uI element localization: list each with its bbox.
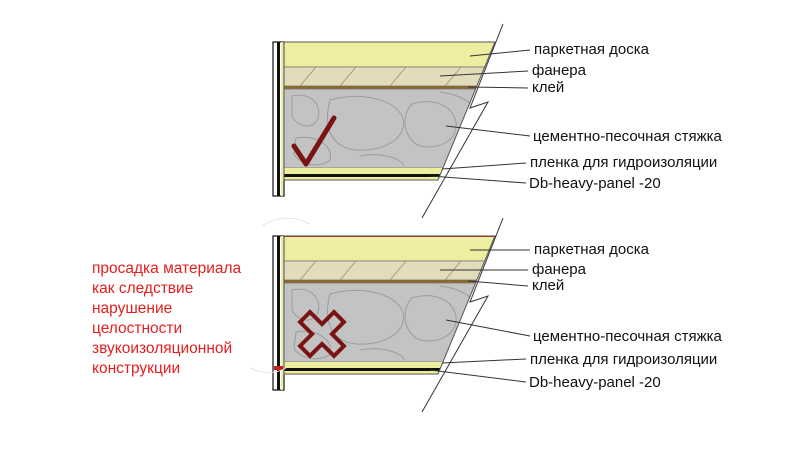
label-adhesive-1: клей (532, 79, 565, 96)
panel-top-skin (284, 364, 495, 368)
label-panel-1: Db-heavy-panel -20 (529, 175, 661, 192)
cross-icon (297, 309, 347, 359)
damaged-membrane (274, 366, 283, 370)
warning-line: целостности (92, 320, 183, 337)
panel-bottom-skin (284, 371, 495, 374)
warning-line: нарушение (92, 300, 173, 317)
label-parquet-2: паркетная доска (534, 241, 649, 258)
parquet-layer (284, 42, 495, 68)
panel-top-skin (284, 170, 495, 174)
adhesive-layer (284, 280, 495, 283)
waterproof-film-layer (284, 168, 495, 170)
break-line (421, 217, 504, 413)
break-line (421, 23, 504, 219)
label-screed-1: цементно-песочная стяжка (533, 128, 722, 145)
leader-lines (429, 49, 531, 184)
wall-membrane (281, 236, 283, 390)
label-adhesive-2: клей (532, 277, 565, 294)
screed-texture (291, 91, 477, 167)
wall-membrane (281, 42, 283, 196)
warning-line: просадка материала (92, 260, 242, 277)
wall-panel (277, 236, 280, 390)
label-screed-2: цементно-песочная стяжка (533, 328, 722, 345)
waterproof-film-layer (284, 362, 495, 364)
warning-note: просадка материала как следствие нарушен… (92, 259, 272, 379)
adhesive-layer (284, 86, 495, 89)
warning-line: как следствие (92, 280, 194, 297)
db-heavy-panel-layer (284, 174, 495, 177)
section-correct (272, 23, 531, 219)
label-panel-2: Db-heavy-panel -20 (529, 374, 661, 391)
section-defect (272, 217, 531, 413)
plywood-layer (284, 66, 495, 87)
label-film-1: пленка для гидроизоляции (530, 154, 718, 171)
wall-panel (277, 42, 280, 196)
parquet-layer (284, 236, 495, 262)
label-plywood-1: фанера (532, 62, 586, 79)
warning-line: конструкции (92, 360, 181, 377)
leader-lines (429, 249, 531, 383)
label-film-2: пленка для гидроизоляции (530, 351, 718, 368)
db-heavy-panel-layer (284, 368, 495, 371)
section-outline (283, 41, 496, 181)
section-outline (283, 235, 496, 375)
label-plywood-2: фанера (532, 261, 586, 278)
label-parquet-1: паркетная доска (534, 41, 649, 58)
check-icon (291, 115, 337, 167)
guide-arcs (249, 217, 311, 373)
warning-line: звукоизоляционной (92, 340, 233, 357)
panel-bottom-skin (284, 177, 495, 180)
plywood-hatch (299, 66, 462, 87)
